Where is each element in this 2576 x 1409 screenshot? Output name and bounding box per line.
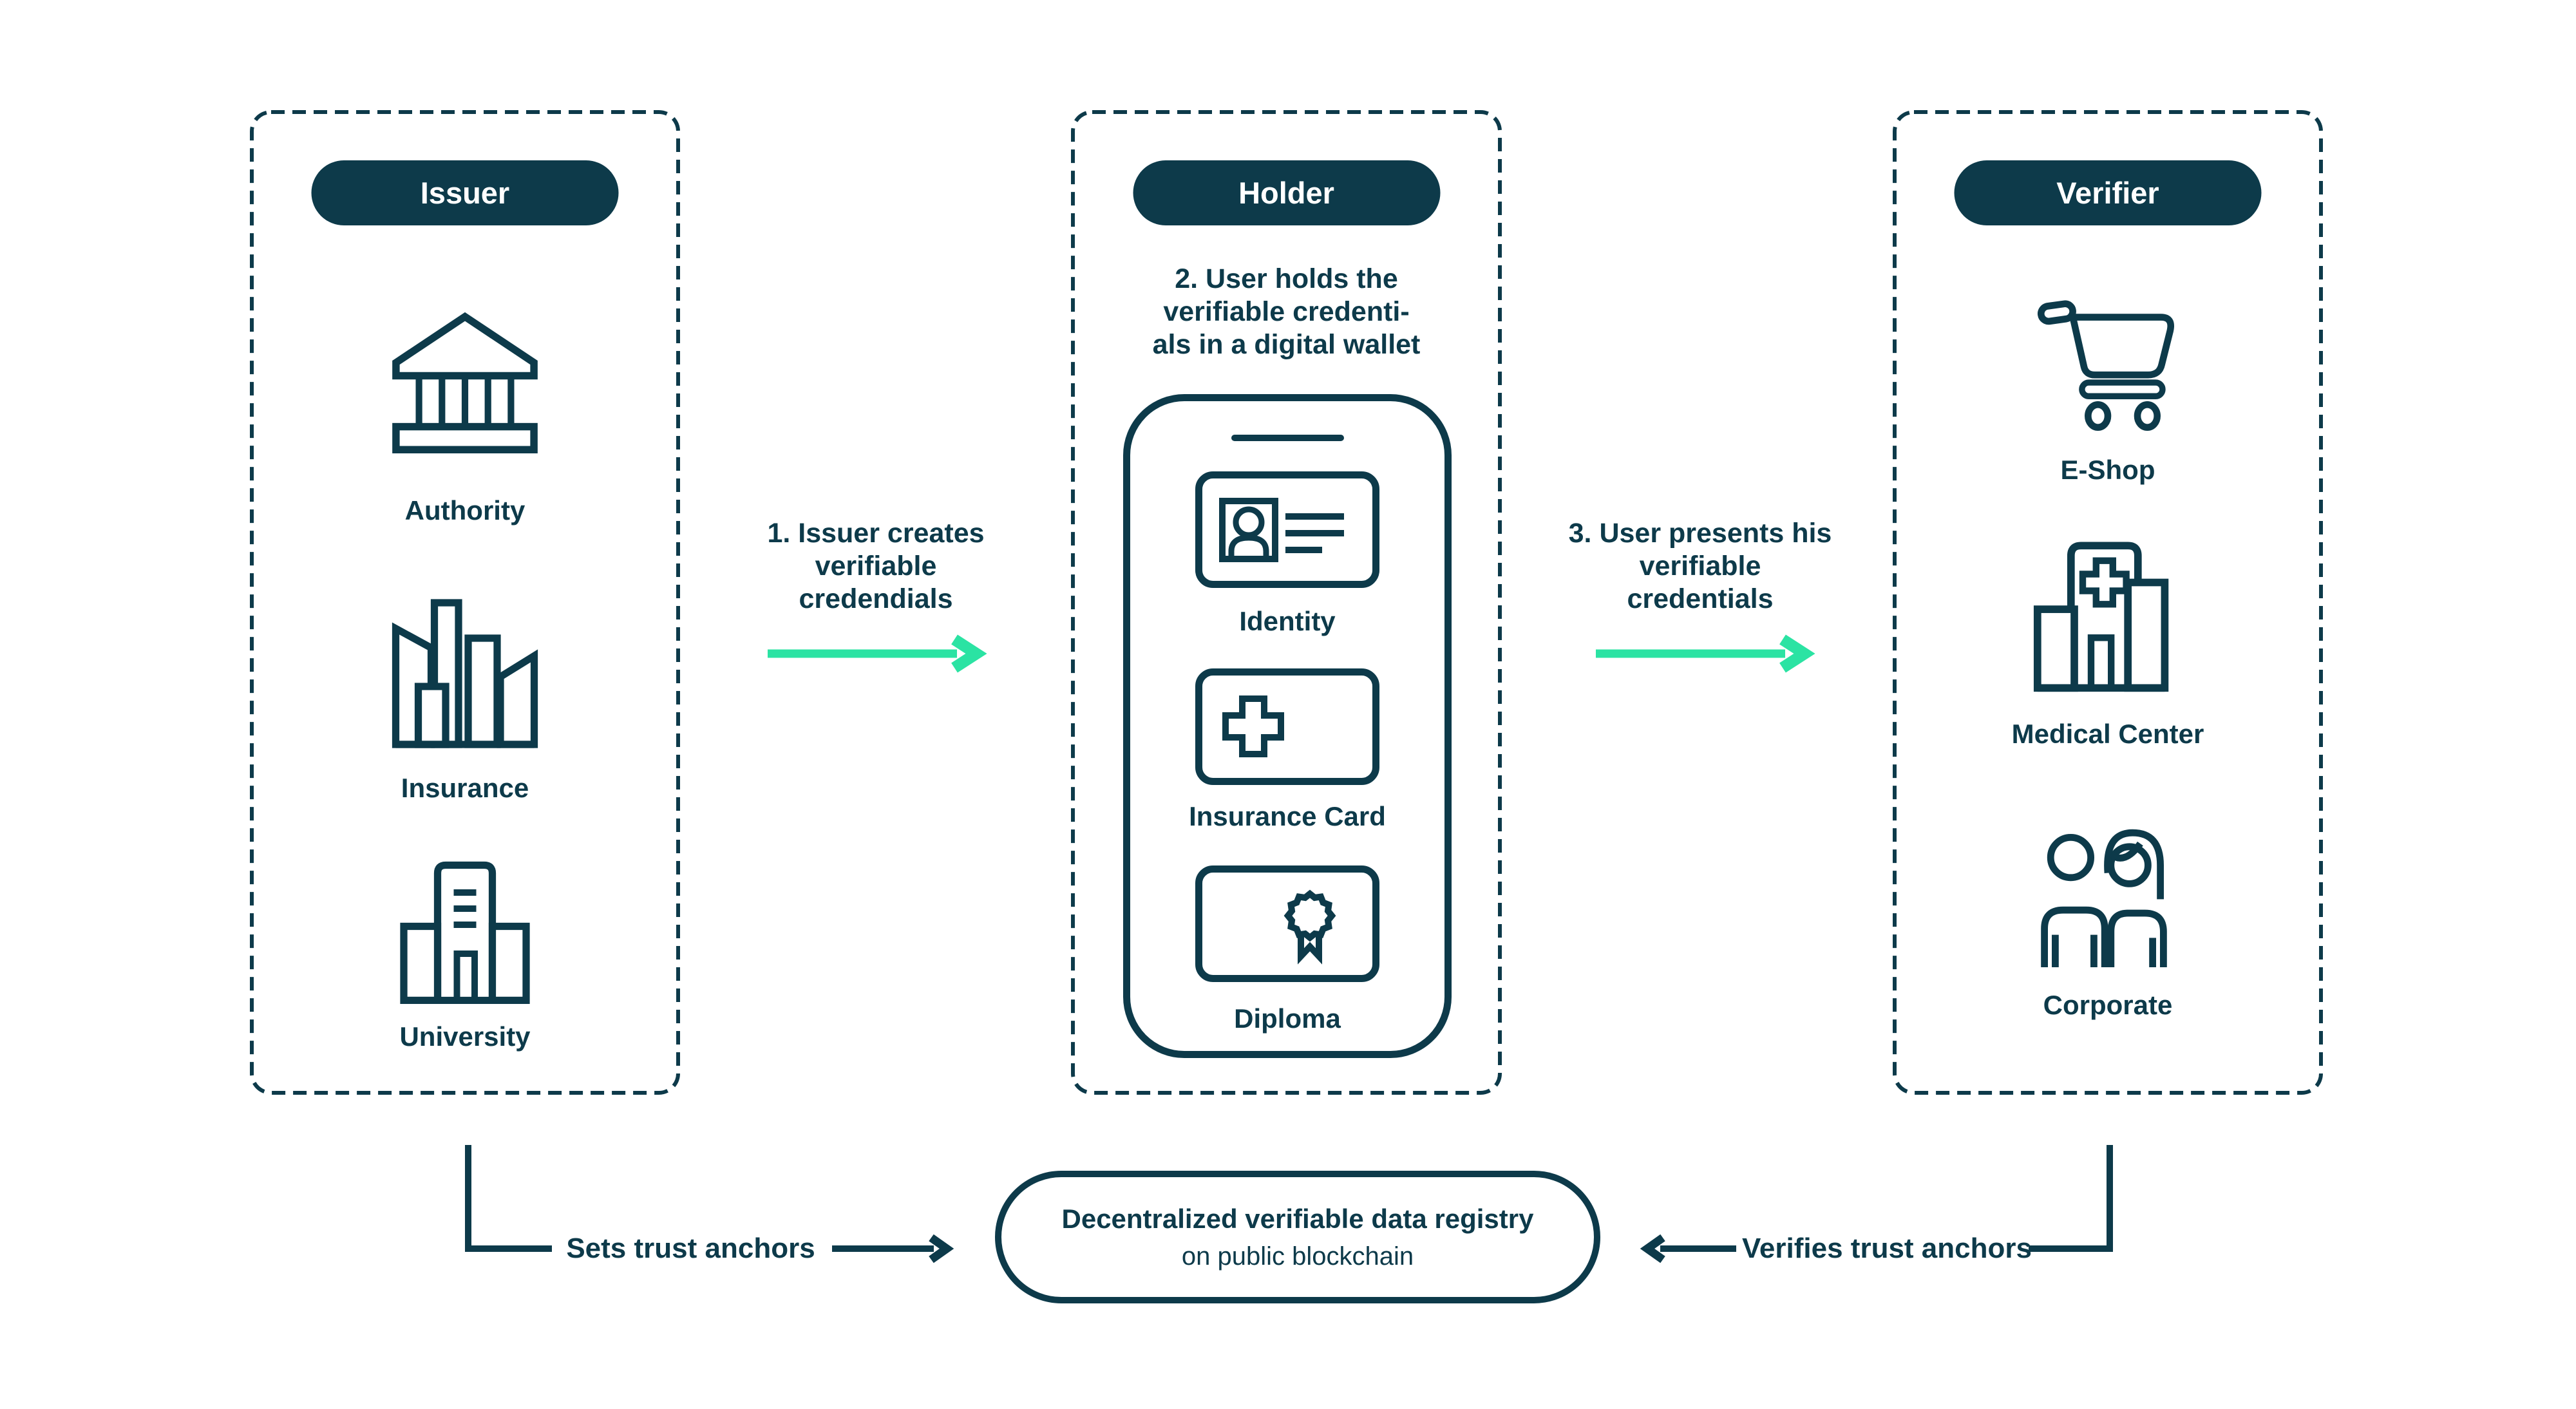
step2-line: 2. User holds the: [1175, 263, 1398, 294]
university-building-icon: [400, 861, 530, 1004]
verifier-panel-border: [1893, 110, 2323, 1095]
identity-card-label: Identity: [1239, 606, 1336, 636]
issuer-panel-border: [250, 110, 680, 1095]
verifier-item-eshop-label: E-Shop: [2060, 455, 2155, 485]
id-card-icon: [1195, 471, 1379, 588]
sets-trust-anchors-label: Sets trust anchors: [566, 1233, 815, 1264]
step3-text: 3. User presents his verifiable credenti…: [1507, 517, 1893, 616]
registry-pill: Decentralized verifiable data registry o…: [995, 1171, 1600, 1303]
two-people-icon: [2041, 829, 2167, 967]
issuer-registry-connector-horizontal: [465, 1245, 552, 1252]
issuer-pill: Issuer: [311, 160, 619, 225]
sets-trust-arrow: [832, 1234, 954, 1263]
registry-subtitle: on public blockchain: [1181, 1242, 1414, 1271]
step1-text: 1. Issuer creates verifiable credendials: [683, 517, 1069, 616]
verifier-item-corporate-label: Corporate: [2043, 990, 2173, 1020]
diploma-seal-card-icon: [1195, 865, 1379, 982]
holder-panel: Holder 2. User holds the verifiable cred…: [1071, 110, 1502, 1095]
city-buildings-icon: [392, 599, 538, 748]
step3-line: 3. User presents his: [1568, 518, 1832, 549]
hospital-icon: [2033, 542, 2169, 692]
step1-line: verifiable: [815, 551, 937, 582]
verifier-panel: Verifier E-Shop Medical Center: [1893, 110, 2323, 1095]
insurance-card-label: Insurance Card: [1189, 801, 1386, 831]
medical-cross-card-icon: [1195, 668, 1379, 785]
issuer-registry-connector-vertical: [465, 1145, 471, 1252]
holder-to-verifier-arrow: [1596, 634, 1815, 673]
step3-line: verifiable: [1639, 551, 1761, 582]
verifier-registry-connector-vertical: [2107, 1145, 2113, 1252]
digital-wallet-phone: Identity Insurance Card Diploma: [1123, 394, 1452, 1058]
verifier-pill-label: Verifier: [2056, 176, 2159, 210]
issuer-item-authority-label: Authority: [404, 495, 526, 525]
step2-line: verifiable credenti-: [1163, 296, 1410, 327]
step3-line: credentials: [1627, 583, 1774, 614]
step2-text: 2. User holds the verifiable credenti- a…: [1071, 263, 1502, 361]
holder-pill: Holder: [1133, 160, 1440, 225]
verifies-trust-anchors-label: Verifies trust anchors: [1742, 1233, 2032, 1264]
issuer-panel: Issuer Authority Insurance University: [250, 110, 680, 1095]
phone-speaker-line: [1231, 435, 1344, 441]
shopping-cart-icon: [2037, 300, 2174, 431]
verifies-trust-arrow: [1640, 1234, 1736, 1263]
registry-title: Decentralized verifiable data registry: [1061, 1204, 1534, 1234]
step2-line: als in a digital wallet: [1152, 329, 1421, 360]
diploma-card-label: Diploma: [1234, 1003, 1341, 1034]
issuer-item-university-label: University: [399, 1021, 531, 1052]
verifier-registry-connector-horizontal: [2029, 1245, 2113, 1252]
issuer-pill-label: Issuer: [420, 176, 510, 210]
step1-line: credendials: [799, 583, 953, 614]
issuer-to-holder-arrow: [768, 634, 987, 673]
issuer-item-insurance-label: Insurance: [401, 773, 529, 803]
verifier-pill: Verifier: [1954, 160, 2262, 225]
holder-pill-label: Holder: [1238, 176, 1334, 210]
bank-icon: [392, 312, 538, 454]
verifier-item-medical-center-label: Medical Center: [2011, 719, 2204, 749]
holder-panel-border: [1071, 110, 1502, 1095]
step1-line: 1. Issuer creates: [767, 518, 985, 549]
